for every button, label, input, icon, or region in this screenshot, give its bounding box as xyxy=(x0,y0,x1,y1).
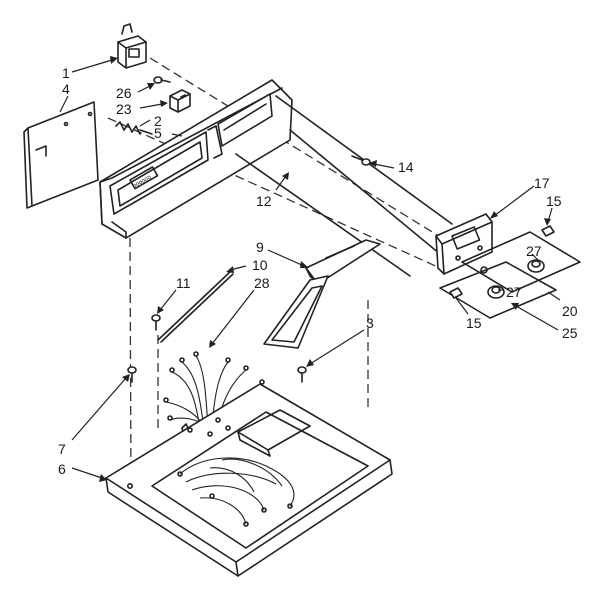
callout-1: 1 xyxy=(62,65,70,81)
callout-12: 12 xyxy=(256,193,272,209)
callout-27-lower: 27 xyxy=(506,284,522,300)
callout-6: 6 xyxy=(58,461,66,477)
plug-15-lower xyxy=(449,266,488,299)
terminal-block xyxy=(117,23,147,69)
screw-3 xyxy=(297,366,307,383)
callout-25: 25 xyxy=(562,325,578,341)
screw-7 xyxy=(127,366,137,383)
screw-14 xyxy=(351,155,371,166)
callout-2: 2 xyxy=(154,113,162,129)
top-panel xyxy=(105,383,393,577)
callout-14: 14 xyxy=(398,159,414,175)
screw-26 xyxy=(153,76,171,84)
screw-11 xyxy=(151,314,161,331)
callout-15-upper: 15 xyxy=(546,193,562,209)
control-plate-20 xyxy=(461,231,581,293)
leader-lines xyxy=(59,56,561,482)
callout-26: 26 xyxy=(116,85,132,101)
callout-labels: 1 4 26 23 2 5 14 17 15 12 9 10 11 28 27 … xyxy=(58,65,578,477)
callout-28: 28 xyxy=(254,275,270,291)
control-plate-25 xyxy=(439,261,557,319)
harness-lead xyxy=(157,271,234,343)
end-panel xyxy=(23,101,99,209)
callout-15-lower: 15 xyxy=(466,315,482,331)
callout-23: 23 xyxy=(116,101,132,117)
knob-27-upper xyxy=(527,259,545,273)
callout-20: 20 xyxy=(562,303,578,319)
callout-10: 10 xyxy=(252,257,268,273)
assembly-guide-lines xyxy=(107,57,443,488)
callout-11: 11 xyxy=(176,275,191,291)
plug-15-upper xyxy=(541,225,555,237)
spring-screw xyxy=(115,121,153,135)
callout-17: 17 xyxy=(534,175,550,191)
control-bracket xyxy=(435,213,493,275)
control-console: oooooo xyxy=(99,79,453,277)
callout-27-upper: 27 xyxy=(526,243,542,259)
callout-4: 4 xyxy=(62,81,70,97)
callout-3: 3 xyxy=(366,315,374,331)
callout-7: 7 xyxy=(58,441,66,457)
callout-9: 9 xyxy=(256,239,264,255)
callout-5: 5 xyxy=(154,125,162,141)
knob-27-lower xyxy=(487,285,505,299)
clip-23 xyxy=(169,89,191,113)
lint-filter-housing xyxy=(263,239,381,349)
